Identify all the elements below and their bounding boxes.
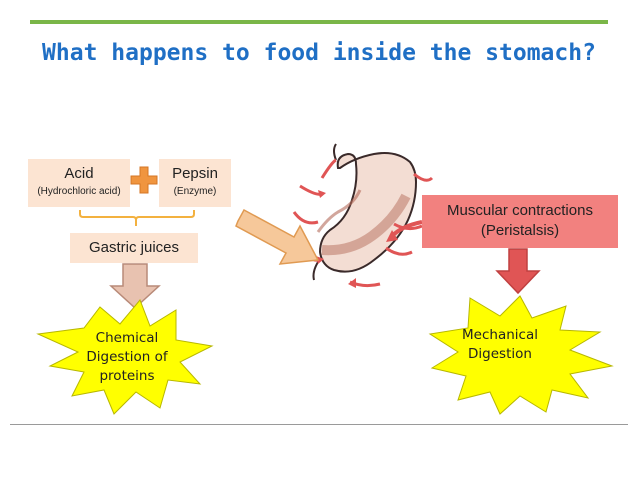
chemical-digestion-label: Chemical Digestion of proteins (62, 329, 192, 386)
arrow-down-muscle (497, 249, 539, 293)
pepsin-box: Pepsin (Enzyme) (159, 159, 231, 207)
chemical-line1: Chemical (62, 329, 192, 348)
mechanical-line1: Mechanical (440, 326, 560, 345)
pepsin-label: Pepsin (159, 165, 231, 182)
muscular-contractions-box: Muscular contractions (Peristalsis) (422, 195, 618, 248)
chemical-line2: Digestion of (62, 348, 192, 367)
bottom-rule (10, 424, 628, 425)
chemical-line3: proteins (62, 367, 192, 386)
gastric-juices-box: Gastric juices (70, 233, 198, 263)
arrow-down-gastric (111, 264, 159, 308)
muscular-line1: Muscular contractions (422, 201, 618, 221)
acid-label: Acid (28, 165, 130, 182)
pepsin-sublabel: (Enzyme) (159, 186, 231, 197)
acid-box: Acid (Hydrochloric acid) (28, 159, 130, 207)
mechanical-line2: Digestion (440, 345, 560, 364)
arrow-diagonal (236, 210, 318, 264)
acid-sublabel: (Hydrochloric acid) (28, 186, 130, 197)
bracket (80, 210, 194, 226)
stomach-illustration (294, 144, 432, 288)
muscular-line2: (Peristalsis) (422, 221, 618, 241)
mechanical-digestion-label: Mechanical Digestion (440, 326, 560, 364)
plus-icon (131, 167, 157, 193)
